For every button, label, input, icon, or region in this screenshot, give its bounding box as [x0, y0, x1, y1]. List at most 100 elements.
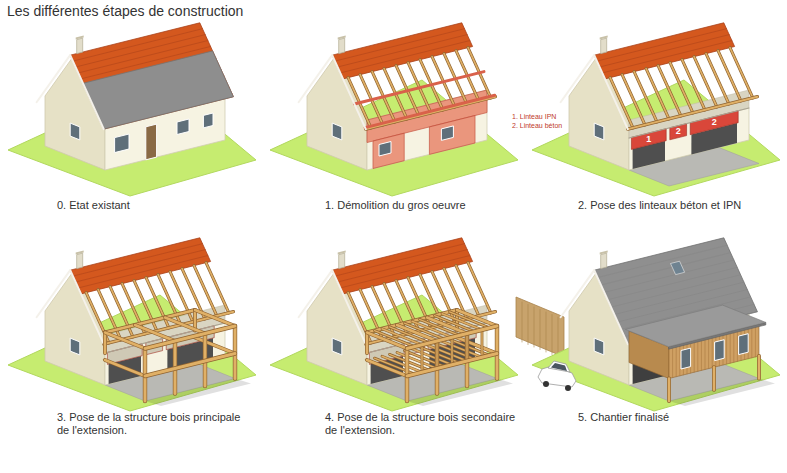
window [115, 134, 129, 153]
timber-edge [135, 325, 175, 341]
cladding-board [751, 326, 752, 358]
window [594, 123, 604, 140]
timber-edge [195, 338, 235, 354]
timber-edge [712, 367, 716, 390]
timber [713, 367, 716, 390]
timber [105, 333, 145, 349]
cladding-board [672, 346, 673, 378]
car-window [551, 363, 567, 371]
timber-edge [427, 318, 467, 334]
timber-edge [105, 360, 145, 376]
caption: 1. Démolition du gros oeuvre [325, 199, 466, 212]
timber [730, 48, 753, 98]
timber [466, 334, 467, 362]
timber [457, 310, 497, 326]
timber-edge [706, 54, 729, 104]
roof-trim [561, 270, 595, 317]
callout-number: 2 [676, 126, 681, 137]
cladding-board [676, 345, 677, 377]
timber-edge [421, 345, 424, 373]
lintel [631, 129, 666, 150]
timber-edge [694, 57, 717, 107]
timber-edge [682, 60, 705, 110]
timber-edge [145, 326, 235, 349]
extension-roof [625, 305, 765, 347]
timber-edge [634, 72, 657, 122]
timber-edge [622, 75, 645, 125]
caption: 2. Pose des linteaux béton et IPN [578, 199, 741, 212]
car-wheel [565, 385, 571, 391]
fence-board [522, 302, 523, 342]
window [70, 338, 80, 355]
demolished-wall [429, 116, 475, 155]
window [332, 338, 342, 355]
roof-trim [70, 270, 104, 344]
fence [516, 297, 564, 357]
timber-edge [451, 337, 454, 365]
cladding-board [712, 336, 713, 368]
roof-trim [70, 55, 104, 129]
stage-illustration [8, 23, 256, 196]
roof-seam [611, 275, 741, 307]
timber [366, 97, 496, 129]
timber [195, 338, 235, 354]
roof-trim [332, 55, 366, 129]
roof-tiles [70, 23, 233, 129]
fence-board [534, 307, 535, 347]
timber-edge [658, 66, 681, 116]
timber [610, 78, 633, 128]
roof-trim [299, 270, 333, 317]
timber-edge [610, 78, 633, 128]
caption: 3. Pose de la structure bois principale … [57, 411, 253, 437]
facade-wall [629, 108, 749, 170]
timber-edge [457, 338, 497, 354]
fence-board [546, 312, 547, 352]
cladding-board [726, 333, 727, 365]
door [146, 124, 157, 160]
chimney-cap [338, 36, 346, 40]
window [594, 338, 604, 355]
window [441, 126, 453, 140]
callout-number: 1 [646, 134, 651, 145]
timber [145, 326, 235, 349]
timber-edge [628, 97, 758, 129]
timber-edge [457, 338, 497, 354]
roof-seam [598, 245, 728, 277]
cladding-board [705, 338, 706, 370]
chimney [77, 253, 83, 269]
timber-edge [457, 310, 497, 326]
timber-edge [407, 326, 497, 349]
title: Les différentes étapes de construction [7, 3, 243, 19]
roof-trim [37, 270, 71, 317]
shadow [669, 379, 775, 407]
chimney [601, 253, 607, 269]
timber [451, 337, 452, 365]
chimney-cap [600, 36, 608, 40]
timber [456, 266, 479, 316]
timber [421, 345, 422, 373]
stage-illustration [270, 238, 518, 411]
window [739, 334, 749, 355]
timber [718, 51, 741, 101]
timber [670, 63, 693, 113]
roof-seam [604, 260, 734, 292]
timber [195, 310, 235, 326]
timber [367, 360, 407, 376]
timber-edge [195, 310, 235, 326]
timber [622, 75, 645, 125]
timber [407, 326, 497, 349]
timber [706, 54, 729, 104]
chimney [77, 38, 83, 54]
cladding-board [708, 337, 709, 369]
chimney-cap [600, 251, 608, 255]
chimney [601, 38, 607, 54]
timber [206, 263, 229, 313]
skylight [671, 261, 685, 274]
legend-note: 1. Linteau IPN [512, 112, 556, 121]
window [332, 123, 342, 140]
caption: 4. Pose de la structure bois secondaire … [325, 411, 521, 437]
cladding-board [730, 332, 731, 364]
timber [427, 318, 467, 334]
timber [135, 325, 175, 341]
timber [481, 330, 482, 358]
